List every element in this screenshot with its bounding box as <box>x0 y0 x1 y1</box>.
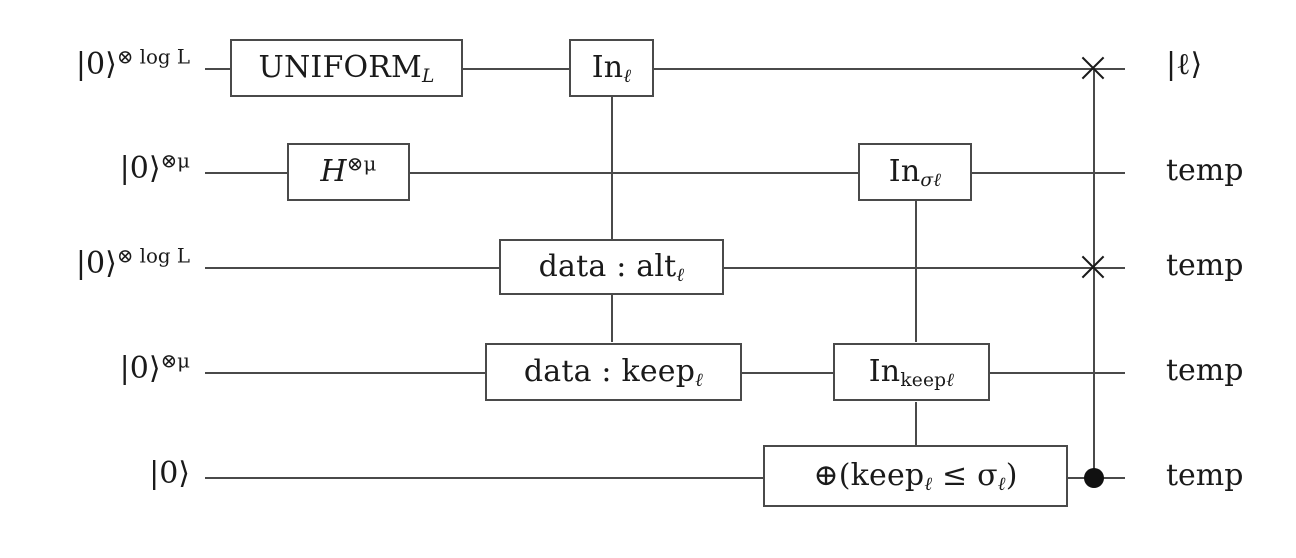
output-label-wire-4: temp <box>1166 353 1244 388</box>
control-dot-wire-5[interactable] <box>1084 468 1104 488</box>
wire-5 <box>205 477 1125 479</box>
gate-data-alt-label: data : altℓ <box>538 249 685 287</box>
input-label-wire-3: |0⟩⊗ log L <box>75 244 190 281</box>
gate-data-alt[interactable]: data : altℓ <box>499 239 724 295</box>
gate-in-ell-label: Inℓ <box>591 50 632 88</box>
gate-compare-label: ⊕(keepℓ ≤ σℓ) <box>813 458 1018 496</box>
gate-compare[interactable]: ⊕(keepℓ ≤ σℓ) <box>763 445 1068 507</box>
control-link-data-alt-to-data-keep <box>611 292 613 342</box>
control-link-in-keep-to-compare <box>915 402 917 446</box>
wire-2 <box>205 172 1125 174</box>
gate-uniform[interactable]: UNIFORML <box>230 39 463 97</box>
input-label-wire-4: |0⟩⊗μ <box>119 349 190 386</box>
wire-1 <box>205 68 1125 70</box>
control-link-in-sigma-to-in-keep <box>915 201 917 342</box>
gate-hadamard[interactable]: H⊗μ <box>287 143 410 201</box>
input-label-wire-1: |0⟩⊗ log L <box>75 45 190 82</box>
gate-in-ell[interactable]: Inℓ <box>569 39 654 97</box>
gate-in-sigma[interactable]: Inσℓ <box>858 143 972 201</box>
gate-data-keep-label: data : keepℓ <box>523 354 704 392</box>
input-label-wire-5: |0⟩ <box>149 456 190 491</box>
output-label-wire-5: temp <box>1166 458 1244 493</box>
gate-in-sigma-label: Inσℓ <box>888 154 942 192</box>
gate-hadamard-label: H⊗μ <box>320 152 377 189</box>
gate-uniform-label: UNIFORML <box>258 50 435 88</box>
gate-in-keep-label: Inkeepℓ <box>868 354 955 392</box>
input-label-wire-2: |0⟩⊗μ <box>119 149 190 186</box>
output-label-wire-1: |ℓ⟩ <box>1166 47 1203 82</box>
swap-target-wire-1[interactable] <box>1078 53 1108 83</box>
gate-data-keep[interactable]: data : keepℓ <box>485 343 742 401</box>
gate-in-keep[interactable]: Inkeepℓ <box>833 343 990 401</box>
output-label-wire-2: temp <box>1166 153 1244 188</box>
control-link-in-ell-to-data-alt <box>611 97 613 243</box>
swap-target-wire-3[interactable] <box>1078 252 1108 282</box>
output-label-wire-3: temp <box>1166 248 1244 283</box>
